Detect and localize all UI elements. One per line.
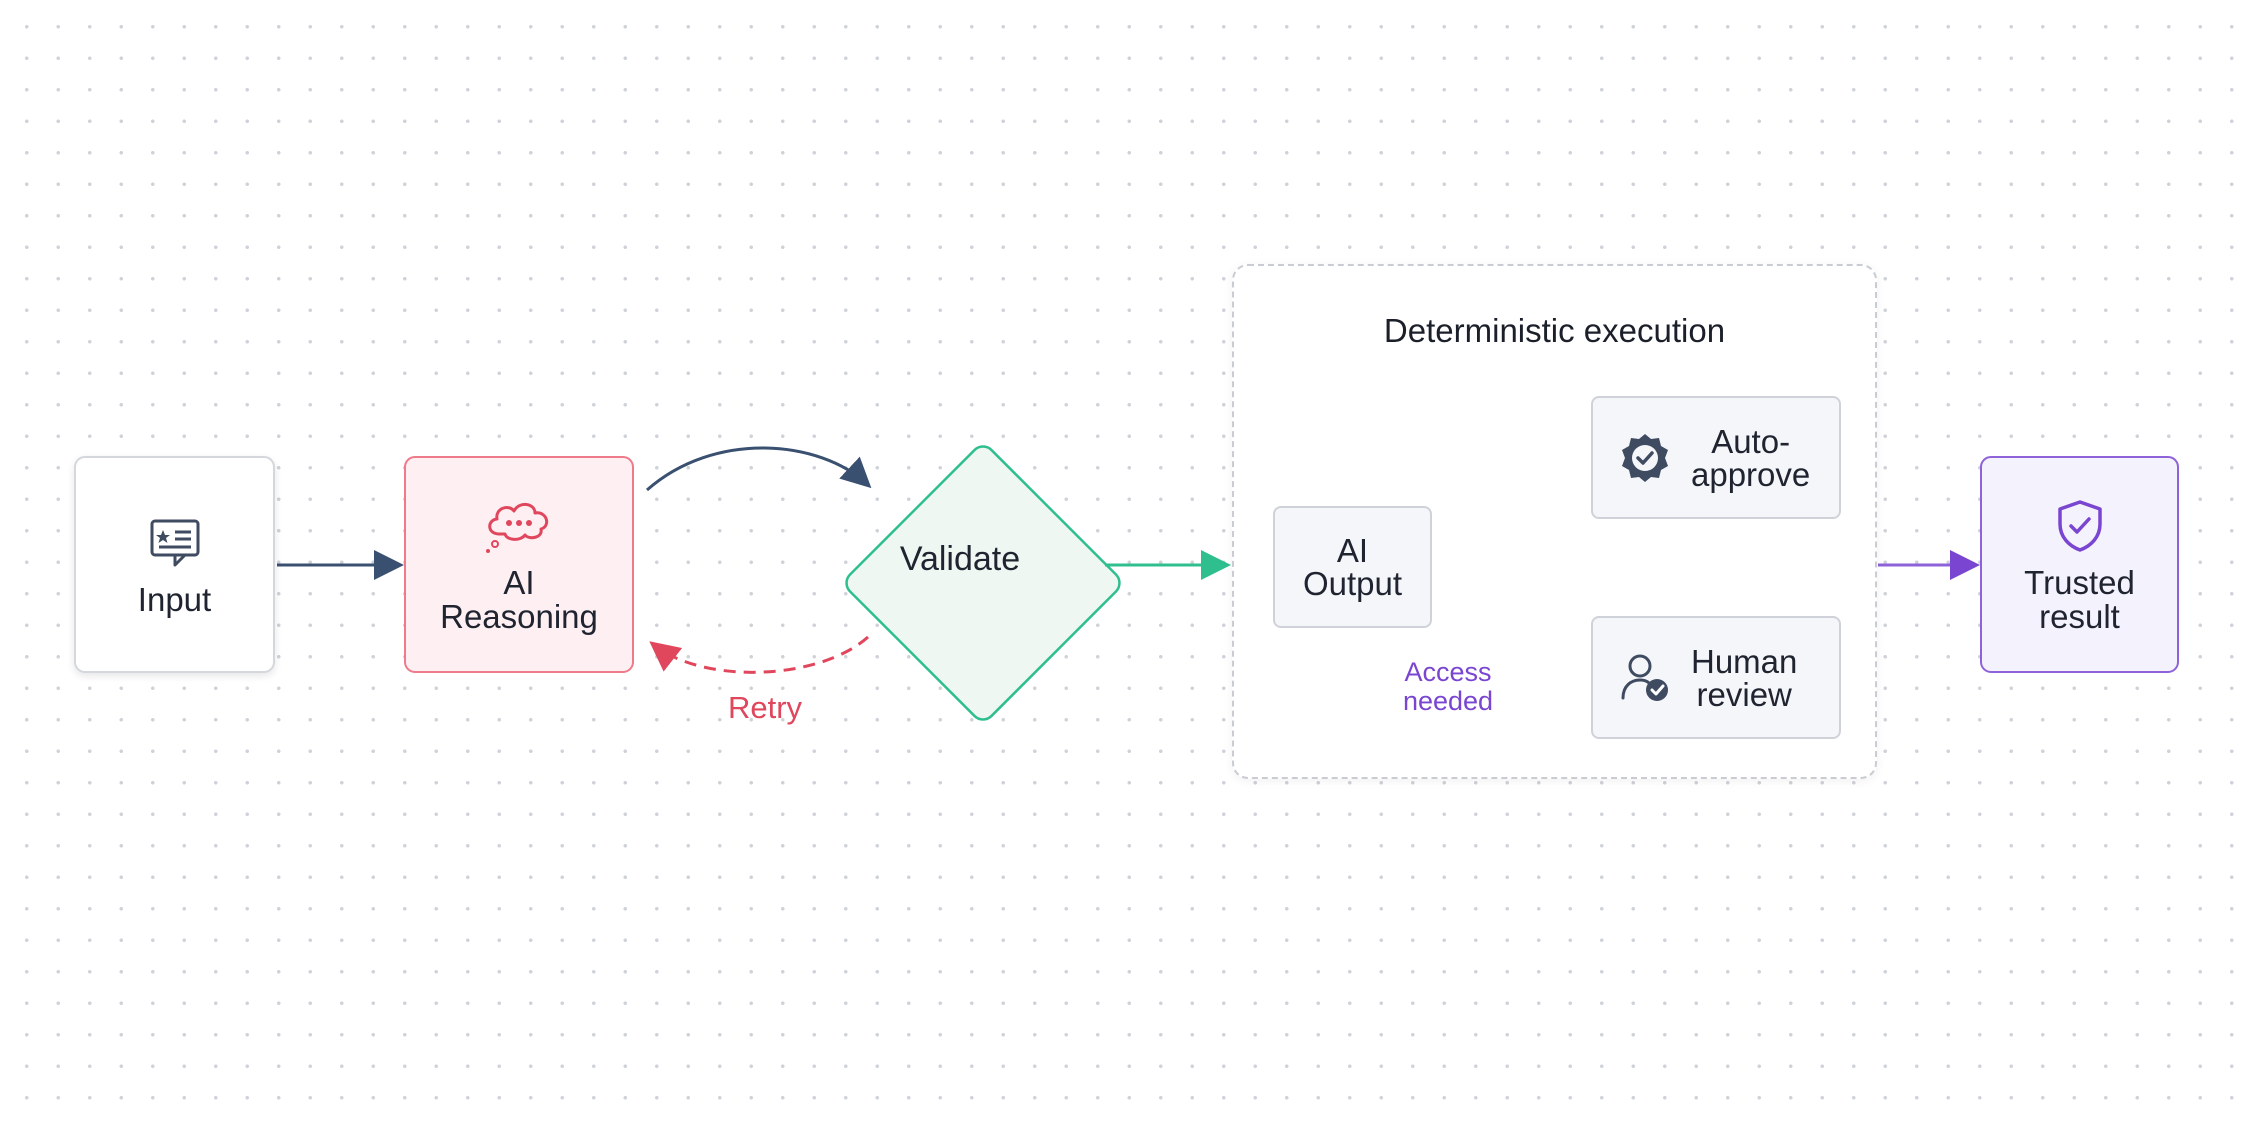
deterministic-execution-group: Deterministic execution AI Output Auto- …	[1232, 264, 1877, 779]
access-needed-label: Access needed	[1402, 657, 1494, 716]
input-label: Input	[137, 580, 212, 618]
ai-output-node[interactable]: AI Output	[1273, 506, 1432, 628]
validate-diamond	[845, 445, 1121, 721]
ai-output-label: AI Output	[1302, 532, 1403, 602]
trusted-result-label: Trusted result	[2024, 563, 2135, 635]
retry-label: Retry	[727, 690, 803, 725]
validate-label: Validate	[899, 540, 1021, 578]
edge-retry	[649, 635, 869, 674]
thought-cloud-icon	[486, 502, 549, 553]
badge-check-icon	[1622, 433, 1668, 482]
trusted-result-node[interactable]: Trusted result	[1980, 456, 2179, 673]
ai-reasoning-node[interactable]: AI Reasoning	[404, 456, 634, 673]
shield-check-icon	[2057, 499, 2102, 552]
human-review-node[interactable]: Human review	[1591, 616, 1841, 739]
chat-list-icon	[150, 519, 199, 566]
group-title: Deterministic execution	[1383, 312, 1726, 349]
ai-reasoning-label: AI Reasoning	[440, 563, 598, 635]
auto-approve-label: Auto- approve	[1691, 422, 1811, 493]
user-check-icon	[1621, 654, 1668, 701]
auto-approve-node[interactable]: Auto- approve	[1591, 396, 1841, 519]
human-review-label: Human review	[1691, 642, 1798, 713]
input-node[interactable]: Input	[74, 456, 275, 673]
edge-reasoning-to-validate	[646, 446, 872, 492]
